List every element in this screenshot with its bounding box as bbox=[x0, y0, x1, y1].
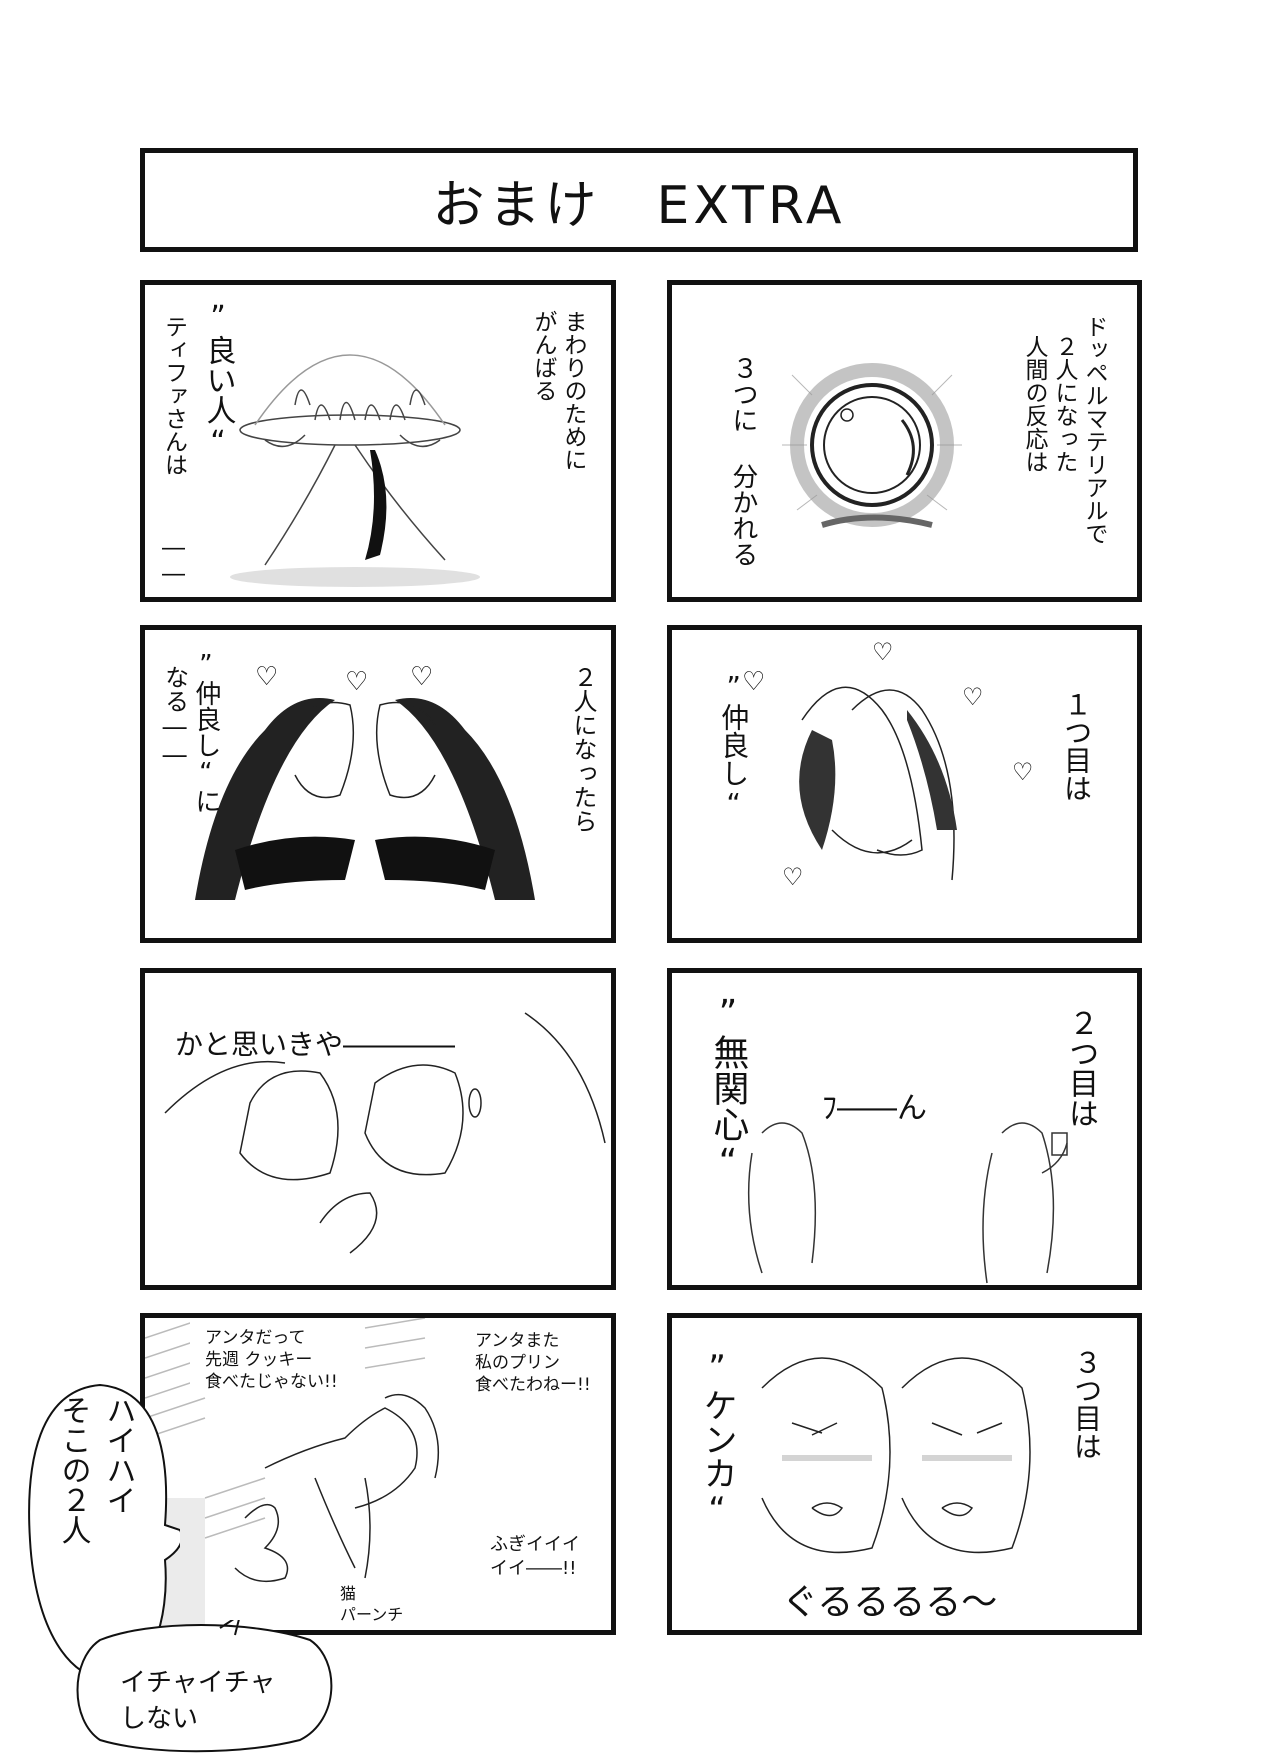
panel-good-person: まわりのために がんばる ”良い人“ ティファさんは ―― bbox=[140, 280, 616, 602]
heart-4: ♡ bbox=[1012, 758, 1034, 786]
panel-cat-fight: アンタだって 先週 クッキー 食べたじゃない!! アンタまた 私のプリン 食べた… bbox=[140, 1313, 616, 1635]
fugii-sfx-line1: ふぎイイイ bbox=[490, 1534, 580, 1555]
second-reaction-quote: ”無関心“ bbox=[707, 993, 749, 1183]
become-friendly-quote: ”仲良し“に bbox=[190, 650, 221, 814]
or-so-thought-text: かと思いきや―――― bbox=[175, 1028, 456, 1061]
third-reaction-quote: ”ケンカ“ bbox=[697, 1348, 738, 1530]
heart-c: ♡ bbox=[410, 662, 433, 692]
doppel-narration-line3: 人間の反応は bbox=[1021, 335, 1047, 473]
growl-sfx: ぐるるるる〜 bbox=[782, 1582, 998, 1623]
speech-bubble-cookie bbox=[190, 1318, 340, 1396]
title-box: おまけ EXTRA bbox=[140, 148, 1138, 252]
hugging-twins-illustration: ♡ ♡ ♡ ♡ ♡ bbox=[742, 638, 1034, 891]
cookie-line3: 食べたじゃない!! bbox=[205, 1372, 338, 1392]
speech-bubble-ichaicha bbox=[76, 1620, 333, 1753]
good-person-dash: ―― bbox=[160, 535, 187, 587]
pudding-line2: 私のプリン bbox=[475, 1353, 560, 1373]
panel-doppel-materia: ドッペルマテリアルで ２人になった 人間の反応は ３つに 分かれる bbox=[667, 280, 1142, 602]
cat-punch-line2: パーンチ bbox=[340, 1605, 404, 1624]
panel-become-friendly: ♡ ♡ ♡ ２人になったら ”仲良し“に なる―― bbox=[140, 625, 616, 943]
heart-3: ♡ bbox=[962, 683, 984, 711]
cat-punch-line1: 猫 bbox=[340, 1584, 357, 1603]
ichaicha-line1: イチャイチャ bbox=[120, 1668, 276, 1698]
tifa-holding-crowd-illustration bbox=[230, 354, 480, 587]
twins-clasping-hands-illustration: ♡ ♡ ♡ bbox=[195, 662, 535, 900]
good-person-subject: ティファさんは bbox=[160, 315, 187, 476]
second-reaction-number: ２つ目は bbox=[1063, 1008, 1098, 1128]
heart-2: ♡ bbox=[872, 638, 894, 666]
panel-fight-third: ３つ目は ”ケンカ“ ぐるるるる〜 bbox=[667, 1313, 1142, 1635]
good-person-line1: まわりのために bbox=[560, 310, 586, 471]
pudding-line1: アンタまた bbox=[475, 1331, 560, 1351]
page-title: おまけ EXTRA bbox=[432, 175, 846, 236]
fugii-sfx-line2: イイ――!! bbox=[490, 1558, 577, 1579]
pudding-line3: 食べたわねー!! bbox=[475, 1375, 591, 1395]
become-friendly-end: なる―― bbox=[160, 665, 189, 769]
good-person-quote: ”良い人“ bbox=[200, 300, 236, 460]
twins-close-illustration bbox=[164, 1012, 606, 1254]
doppel-narration-line1: ドッペルマテリアルで bbox=[1081, 315, 1107, 545]
indifferent-sfx: ﾌ――ん bbox=[822, 1091, 927, 1126]
ichaicha-line2: しない bbox=[120, 1704, 199, 1734]
indifferent-twins-illustration bbox=[747, 1122, 1068, 1284]
first-reaction-number: １つ目は bbox=[1060, 690, 1093, 802]
cookie-line1: アンタだって bbox=[205, 1328, 306, 1348]
materia-orb-illustration bbox=[782, 363, 962, 528]
panel-indifferent-second: ２つ目は ”無関心“ ﾌ――ん bbox=[667, 968, 1142, 1290]
panel-friendly-first: ♡ ♡ ♡ ♡ ♡ １つ目は ”仲良し“ bbox=[667, 625, 1142, 943]
doppel-narration-line2: ２人になった bbox=[1051, 335, 1077, 473]
haihai-line1: ハイハイ bbox=[100, 1395, 136, 1515]
twins-glaring-illustration bbox=[761, 1357, 1031, 1554]
heart-5: ♡ bbox=[782, 863, 804, 891]
doppel-split-text: ３つに 分かれる bbox=[727, 355, 758, 567]
heart-a: ♡ bbox=[255, 662, 278, 692]
heart-1: ♡ bbox=[742, 667, 765, 697]
become-friendly-line1: ２人になったら bbox=[569, 665, 597, 833]
good-person-line2: がんばる bbox=[530, 310, 556, 402]
haihai-line2: そこの２人 bbox=[55, 1395, 91, 1545]
cookie-line2: 先週 クッキー bbox=[205, 1350, 313, 1370]
panel-or-so-thought: かと思いきや―――― bbox=[140, 968, 616, 1290]
heart-b: ♡ bbox=[345, 667, 368, 697]
third-reaction-number: ３つ目は bbox=[1070, 1348, 1103, 1460]
first-reaction-quote: ”仲良し“ bbox=[717, 670, 751, 820]
